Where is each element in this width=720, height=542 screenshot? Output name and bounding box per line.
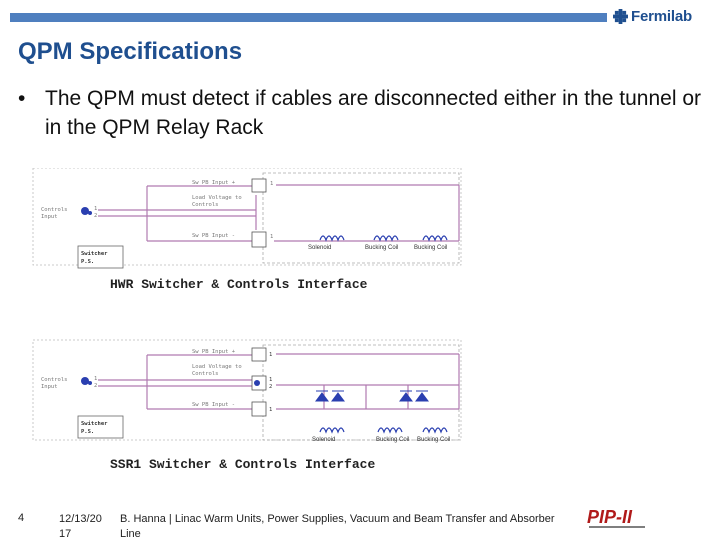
ssr-controls-label: Controls [41,377,68,383]
hwr-switcher-label: Switcher [81,251,108,257]
ssr-pb-input-minus-label: Sw PB Input - [192,402,235,408]
fermilab-logo-text: Fermilab [631,8,692,25]
hwr-diagram: Sw PB Input + Load Voltage to Controls S… [32,168,462,292]
ssr-pin-1-middle: 1 [269,377,272,383]
hwr-caption: HWR Switcher & Controls Interface [110,277,368,292]
ssr-pb-input-plus-label: Sw PB Input + [192,349,236,355]
hwr-load-voltage-label: Load Voltage to [192,195,242,201]
hwr-bucking-coil-label-2: Bucking Coil [414,245,447,251]
bullet-point: • The QPM must detect if cables are disc… [18,84,708,142]
hwr-pb-input-plus-label: Sw PB Input + [192,180,236,186]
fermilab-logo: Fermilab [613,8,692,25]
ssr-diagram: Sw PB Input + Load Voltage to Controls S… [32,339,462,472]
slide-title: QPM Specifications [18,38,243,65]
ssr-load-voltage-label: Load Voltage to [192,364,242,370]
hwr-input-label: Input [41,214,58,220]
header-accent-bar [10,13,607,22]
bullet-text: The QPM must detect if cables are discon… [45,87,702,139]
ssr-pin-1-bottom: 1 [269,407,272,413]
hwr-load-voltage-label-2: Controls [192,202,219,208]
hwr-pb-input-minus-label: Sw PB Input - [192,233,235,239]
hwr-ps-label: P.S. [81,259,94,265]
ssr-load-voltage-label-2: Controls [192,371,219,377]
hwr-pin-1-top: 1 [270,181,273,187]
ssr-pin-2-left: 2 [94,383,97,389]
ssr-switcher-label: Switcher [81,421,108,427]
hwr-bucking-coil-label-1: Bucking Coil [365,245,398,251]
ssr-input-label: Input [41,384,58,390]
ssr-ps-label: P.S. [81,429,94,435]
pip-ii-logo: PIP-II [587,507,645,528]
hwr-pin-2-left: 2 [94,213,97,219]
ssr-bucking-coil-label-2: Bucking Coil [417,437,450,443]
hwr-pin-1-bottom: 1 [270,234,273,240]
ssr-caption: SSR1 Switcher & Controls Interface [110,457,375,472]
footer-date: 12/13/20 17 [59,513,102,540]
hwr-solenoid-label: Solenoid [308,245,331,251]
hwr-pin-1-left: 1 [94,206,97,212]
bullet-marker: • [18,87,26,110]
wiring-diagrams: Sw PB Input + Load Voltage to Controls S… [32,168,462,472]
ssr-solenoid-label: Solenoid [312,437,335,443]
pip-ii-logo-text: PIP-II [587,507,633,527]
hwr-controls-label: Controls [41,207,68,213]
ssr-pin-1-left: 1 [94,376,97,382]
ssr-pin-2-middle: 2 [269,384,272,390]
fermilab-mark-icon [613,9,628,24]
ssr-bucking-coil-label-1: Bucking Coil [376,437,409,443]
ssr-pin-1-top: 1 [269,352,272,358]
footer-description: B. Hanna | Linac Warm Units, Power Suppl… [120,513,555,540]
page-number: 4 [18,512,25,524]
